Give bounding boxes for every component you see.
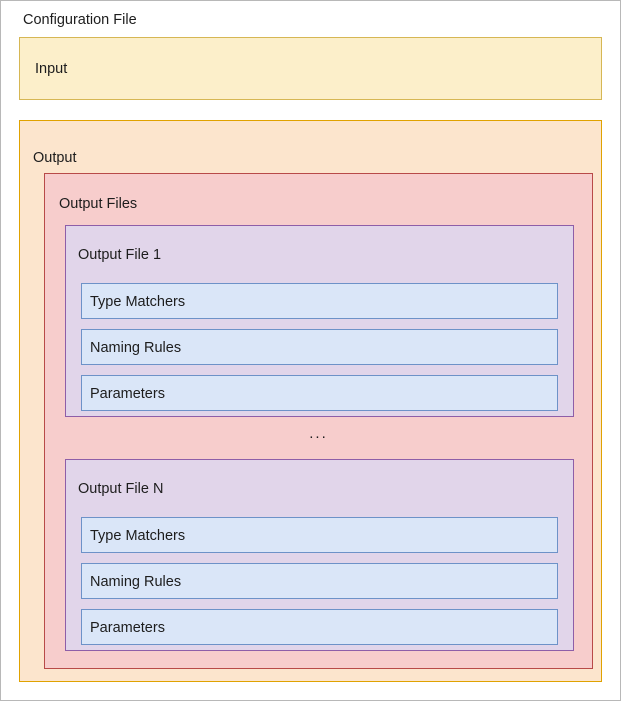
- input-section-label: Input: [35, 61, 68, 77]
- output-file-item-label: Naming Rules: [90, 340, 182, 356]
- output-file-item-parameters: Parameters: [81, 375, 558, 411]
- output-file-group: Output File N Type Matchers Naming Rules…: [65, 459, 574, 651]
- output-file-item-label: Parameters: [90, 386, 165, 402]
- page-title: Configuration File: [23, 12, 137, 28]
- output-file-item-naming-rules: Naming Rules: [81, 563, 558, 599]
- output-file-group-label: Output File N: [78, 481, 164, 497]
- output-section-label: Output: [33, 150, 77, 166]
- output-file-item-label: Naming Rules: [90, 574, 182, 590]
- output-file-item-label: Type Matchers: [90, 528, 186, 544]
- output-section: Output Output Files Output File 1 Type M…: [19, 120, 602, 682]
- output-file-item-type-matchers: Type Matchers: [81, 283, 558, 319]
- output-file-item-parameters: Parameters: [81, 609, 558, 645]
- output-file-item-label: Parameters: [90, 620, 165, 636]
- output-files-ellipsis: ...: [309, 425, 328, 442]
- output-files-section: Output Files Output File 1 Type Matchers…: [44, 173, 593, 669]
- output-file-group: Output File 1 Type Matchers Naming Rules…: [65, 225, 574, 417]
- output-file-item-type-matchers: Type Matchers: [81, 517, 558, 553]
- output-file-group-label: Output File 1: [78, 247, 162, 263]
- output-file-item-naming-rules: Naming Rules: [81, 329, 558, 365]
- output-file-item-label: Type Matchers: [90, 294, 186, 310]
- output-files-section-label: Output Files: [59, 196, 138, 212]
- input-section: Input: [19, 37, 602, 100]
